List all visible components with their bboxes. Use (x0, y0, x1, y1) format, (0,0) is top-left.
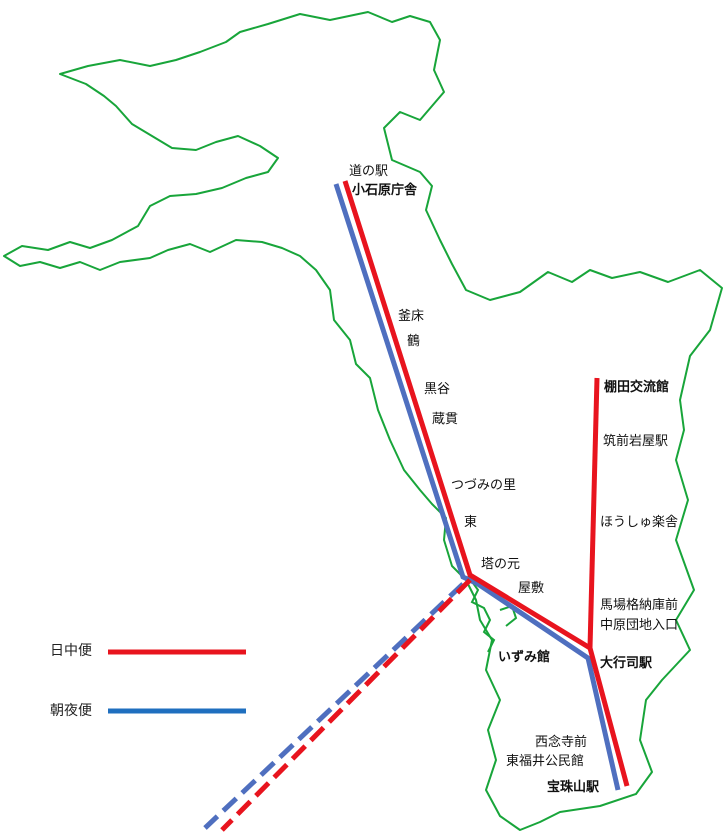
stop-sainenji: 西念寺前 (535, 735, 588, 750)
legend-morning-evening-label: 朝夜便 (50, 703, 92, 719)
legend-daytime-label: 日中便 (50, 643, 92, 659)
blue-main-line (333, 183, 621, 791)
stop-tsuzumi: つづみの里 (451, 478, 517, 493)
stop-yashiki: 屋敷 (518, 581, 545, 596)
blue-dashed-extension (203, 582, 465, 830)
stop-chikuzen-iwaya: 筑前岩屋駅 (603, 434, 669, 449)
river-detail (467, 575, 518, 653)
stop-houshu: ほうしゅ楽舎 (600, 515, 679, 530)
stop-izumikan: いずみ館 (498, 650, 551, 665)
stop-houshuyama: 宝珠山駅 (547, 780, 600, 795)
daytime-route (220, 180, 630, 832)
stop-nakabaru: 中原団地入口 (600, 618, 679, 633)
stop-kurotani: 黒谷 (424, 382, 451, 397)
red-dashed-extension (220, 578, 472, 832)
stop-koishiwara: 小石原庁舎 (352, 183, 418, 198)
red-branch-line (587, 377, 600, 649)
stop-tounomoto: 塔の元 (481, 557, 521, 572)
stop-kamatoko: 釜床 (398, 309, 425, 324)
municipal-boundary (3, 11, 723, 831)
stop-higashi: 東 (464, 515, 478, 530)
stop-bajo: 馬場格納庫前 (600, 598, 679, 613)
stop-michinoeki: 道の駅 (349, 164, 389, 179)
red-main-line (342, 180, 630, 787)
stop-daigyoji: 大行司駅 (600, 656, 653, 671)
stop-tsuru: 鶴 (407, 334, 421, 349)
stop-kurannuki: 蔵貫 (432, 412, 459, 427)
morning-evening-route (203, 183, 621, 830)
stop-higashifukui: 東福井公民館 (506, 754, 585, 769)
stop-tanada: 棚田交流館 (604, 380, 670, 395)
